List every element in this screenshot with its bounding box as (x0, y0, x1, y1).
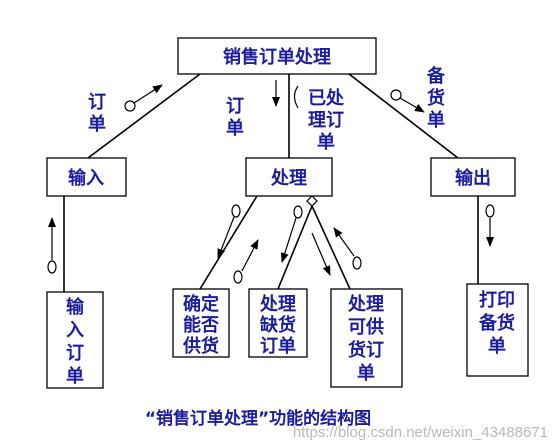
iteration-arc (293, 85, 299, 109)
flow-supply-down (311, 232, 331, 276)
flow-confirm-down-tail (231, 204, 241, 218)
flow-confirm-down (217, 216, 235, 259)
input-order-line: 订 (66, 343, 84, 364)
input-order-line: 入 (66, 320, 84, 341)
output-module-label: 输出 (455, 167, 491, 189)
flow-input-up-tail (47, 260, 57, 274)
input-order-line: 输 (66, 296, 85, 318)
flow-supply-up (333, 227, 355, 257)
input-order-line: 单 (66, 365, 84, 387)
print-list-line: 打印 (479, 289, 515, 311)
flow-label-stock-list: 备 (426, 65, 446, 87)
flow-backorder-down (280, 217, 297, 263)
root-module-box (177, 37, 377, 75)
print-list-line: 单 (488, 335, 506, 357)
selection-diamond (306, 195, 318, 207)
flow-stock-list-tail (390, 89, 402, 101)
confirm-supply-line: 确定 (183, 293, 219, 315)
flow-order-up-tail (124, 100, 136, 112)
input-module-label: 输入 (68, 167, 104, 189)
flow-label-stock-list: 货 (427, 87, 445, 109)
edge-process-confirm (199, 195, 258, 290)
confirm-supply-line: 供货 (182, 335, 219, 357)
flow-label-processed-order: 单 (317, 131, 335, 153)
flow-confirm-up-tail (233, 270, 243, 284)
edge-process-backorder (277, 205, 313, 290)
root-module-label: 销售订单处理 (223, 46, 331, 68)
watermark-text: https://blog.csdn.net/weixin_43488671 (293, 424, 548, 441)
backorder-line: 处理 (259, 293, 296, 315)
print-list-line: 备货 (478, 312, 515, 334)
flow-supply-up-tail (352, 256, 362, 270)
process-module-label: 处理 (270, 167, 307, 189)
flow-backorder-down-tail (293, 205, 303, 219)
supply-order-line: 处理 (347, 293, 384, 315)
input-module-box (46, 157, 127, 197)
input-order-box (46, 291, 104, 389)
edge-root-output (348, 73, 459, 159)
flow-label-stock-list: 单 (427, 109, 445, 131)
diagram-caption: “销售订单处理”功能的结构图 (145, 408, 371, 429)
flow-label-processed-order: 理订 (308, 110, 344, 131)
edge-process-supply (311, 205, 351, 290)
edge-root-input (87, 73, 201, 159)
output-module-box (430, 157, 516, 197)
flow-label-processed-order: 已处 (308, 87, 345, 109)
flow-label-order-left: 单 (88, 113, 106, 135)
flow-label-order-mid: 订 (226, 96, 244, 117)
supply-order-line: 货订 (348, 339, 384, 361)
flow-stock-list (399, 97, 425, 113)
confirm-supply-line: 能否 (183, 314, 219, 336)
supply-order-line: 单 (357, 362, 375, 384)
flow-label-order-mid: 单 (226, 117, 244, 139)
flow-label-order-left: 订 (88, 92, 106, 113)
backorder-line: 订单 (260, 335, 296, 357)
print-list-box (466, 283, 529, 377)
flow-confirm-up (241, 239, 259, 272)
flow-order-up (133, 84, 163, 104)
confirm-supply-box (172, 288, 230, 358)
backorder-line: 缺货 (259, 314, 296, 336)
supply-order-box (330, 288, 403, 388)
flow-print-down-tail (485, 204, 495, 218)
backorder-box (248, 288, 308, 358)
supply-order-line: 可供 (348, 316, 384, 338)
